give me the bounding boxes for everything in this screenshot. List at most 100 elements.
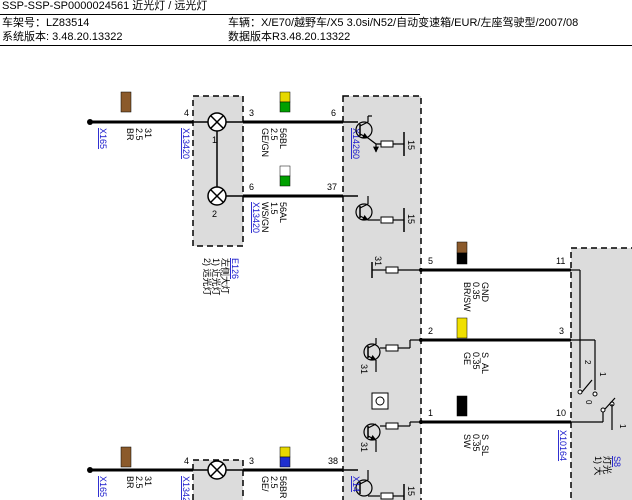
title-underline <box>0 14 420 15</box>
svg-text:BR: BR <box>125 476 135 489</box>
svg-text:15: 15 <box>406 140 416 150</box>
bottom-lamp-pin: 3 <box>249 456 254 466</box>
svg-text:15: 15 <box>406 214 416 224</box>
data-version: 数据版本R3.48.20.13322 <box>228 31 351 43</box>
ground-color-swatch-top <box>120 91 132 113</box>
sal-module-pin: 2 <box>428 326 433 336</box>
ssl-module-pin: 1 <box>428 408 433 418</box>
ground-wire-bottom-labels: 31 2.5 BR <box>125 476 153 489</box>
document-title: SSP-SSP-SP0000024561 近光灯 / 远光灯 <box>2 0 208 12</box>
sw-bottom-segment <box>279 456 291 468</box>
svg-text:BR/SW: BR/SW <box>462 282 472 312</box>
svg-text:GE/: GE/ <box>260 476 270 492</box>
module-tr-31a: 31 <box>359 364 369 374</box>
module-transistor-1 <box>343 115 405 156</box>
svg-text:2.5: 2.5 <box>269 128 279 141</box>
svg-text:左侧大灯: 左侧大灯 <box>220 258 231 294</box>
ground-connector-top[interactable]: X165 <box>98 128 108 149</box>
ground-color-swatch-bottom <box>120 446 132 468</box>
switch-contact-c: 0 <box>584 400 593 405</box>
highbeam-lamp-pin: 6 <box>249 182 254 192</box>
module-ic-symbol <box>371 392 389 410</box>
document-header: SSP-SSP-SP0000024561 近光灯 / 远光灯 车架号：LZ835… <box>0 0 632 46</box>
svg-text:SW: SW <box>462 434 472 449</box>
sw-highbeam-segment <box>279 175 291 187</box>
svg-text:1.5: 1.5 <box>269 202 279 215</box>
sw-lowbeam-segment <box>279 101 291 113</box>
sw-ssl-segment <box>456 395 468 417</box>
lamp-connector-bottom[interactable]: X13420 <box>181 476 191 500</box>
svg-text:GND: GND <box>480 282 490 303</box>
sw-gnd-segment <box>456 241 468 254</box>
switch-s8-labels: S8 灯光 1) 大 <box>593 456 622 476</box>
svg-text:X13420: X13420 <box>251 202 261 233</box>
lowbeam-color-swatch <box>279 91 291 113</box>
lowbeam-module-pin: 6 <box>331 108 336 118</box>
module-transistor-4 <box>363 420 423 452</box>
sw-gnd-segment <box>456 252 468 265</box>
lamp-connector-top[interactable]: X13420 <box>181 128 191 159</box>
svg-text:15: 15 <box>406 486 416 496</box>
svg-text:2: 2 <box>583 360 592 365</box>
module-transistor-2 <box>343 195 405 232</box>
svg-text:0: 0 <box>584 400 593 405</box>
svg-text:X13420: X13420 <box>181 128 191 159</box>
module-pin-15b: 15 <box>406 214 416 224</box>
svg-text:2.5: 2.5 <box>134 128 144 141</box>
switch-s8-box <box>570 247 632 500</box>
svg-text:X14: X14 <box>351 476 361 492</box>
svg-text:0.35: 0.35 <box>471 282 481 300</box>
lamp-e126-id[interactable]: E126 <box>230 258 240 279</box>
bottom-wire-labels: 56BR 2.5 GE/ <box>260 476 288 499</box>
svg-text:31: 31 <box>143 476 153 486</box>
module-pin-15a: 15 <box>406 140 416 150</box>
svg-text:BR: BR <box>125 128 135 141</box>
sw-highbeam-segment <box>279 165 291 177</box>
svg-text:2.5: 2.5 <box>134 476 144 489</box>
svg-text:31: 31 <box>143 128 153 138</box>
module-ground-element <box>371 262 423 278</box>
sw-sal-segment <box>456 317 468 339</box>
lowbeam-lamp-pin: 3 <box>249 108 254 118</box>
switch-contacts <box>571 269 616 430</box>
lamp-bulb-1 <box>207 112 227 132</box>
gnd-wire-labels: GND 0.35 BR/SW <box>462 282 490 312</box>
lamp-bulb-2 <box>207 186 227 206</box>
ground-terminal-top <box>87 119 93 125</box>
switch-contact-b: 1 <box>598 372 607 377</box>
module-connector[interactable]: X14260 <box>351 128 361 159</box>
svg-text:2) 远光灯: 2) 远光灯 <box>202 258 213 296</box>
svg-text:56BL: 56BL <box>278 128 288 149</box>
header-divider <box>0 45 632 46</box>
ssl-wire-labels: S_SL 0.35 SW <box>462 434 490 456</box>
module-pin-15c: 15 <box>406 486 416 496</box>
ssl-color-swatch <box>456 395 468 417</box>
svg-text:WS/GN: WS/GN <box>260 202 270 233</box>
gnd-color-swatch <box>456 241 468 265</box>
switch-connector[interactable]: X10164 <box>558 430 568 461</box>
ground-pin-top: 4 <box>184 108 189 118</box>
module-connector-bottom[interactable]: X14 <box>351 476 361 492</box>
switch-s8-id[interactable]: S8 <box>612 456 622 467</box>
sal-switch-pin: 3 <box>559 326 564 336</box>
module-gnd-terminal: 31 <box>373 256 383 266</box>
svg-text:31: 31 <box>359 364 369 374</box>
svg-text:1) 近光灯: 1) 近光灯 <box>211 258 222 296</box>
ground-connector-bottom[interactable]: X165 <box>98 476 108 497</box>
sal-wire-labels: S_AL 0.35 GE <box>462 352 490 374</box>
svg-text:X14260: X14260 <box>351 128 361 159</box>
module-tr-31b: 31 <box>359 442 369 452</box>
system-version: 系统版本: 3.48.20.13322 <box>2 31 123 43</box>
sw-lowbeam-segment <box>279 91 291 103</box>
svg-text:2.5: 2.5 <box>269 476 279 489</box>
module-transistor-5 <box>343 469 405 500</box>
highbeam-wire-labels: 56AL 1.5 WS/GN <box>260 202 288 233</box>
lamp-connector-mid[interactable]: X13420 <box>251 202 261 233</box>
svg-text:31: 31 <box>359 442 369 452</box>
svg-text:灯光: 灯光 <box>602 456 613 474</box>
ground-pin-bottom: 4 <box>184 456 189 466</box>
lamp-2-number: 2 <box>212 209 217 219</box>
svg-text:S_AL: S_AL <box>480 352 490 374</box>
svg-text:1) 大: 1) 大 <box>593 456 604 476</box>
gnd-switch-pin: 11 <box>556 256 565 266</box>
